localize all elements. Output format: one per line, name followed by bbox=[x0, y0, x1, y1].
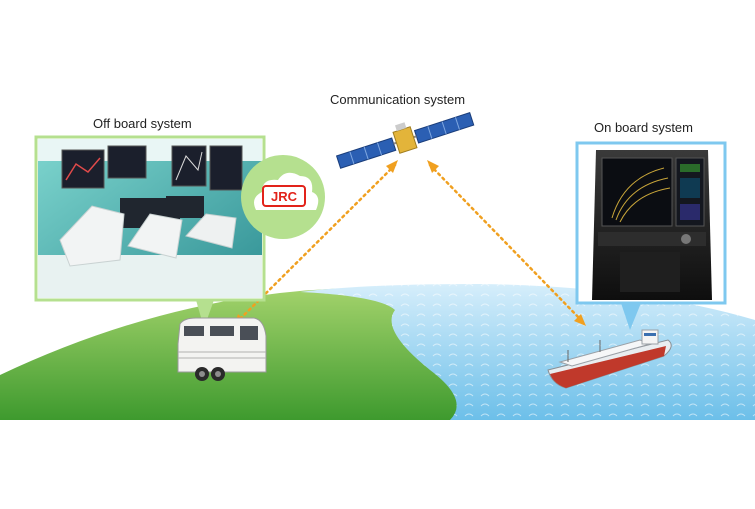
off-board-panel bbox=[34, 135, 266, 302]
control-room-screen-3 bbox=[171, 145, 207, 187]
link-satellite-to-ship bbox=[428, 163, 585, 324]
on-board-pointer bbox=[621, 303, 641, 330]
on-board-system-label: On board system bbox=[594, 120, 693, 135]
earth bbox=[0, 284, 755, 420]
sea-waves bbox=[300, 284, 755, 420]
arrowhead-ship bbox=[574, 314, 586, 326]
on-board-panel bbox=[575, 141, 727, 305]
remote-vehicle-icon bbox=[177, 317, 267, 381]
control-room-screen-2 bbox=[107, 145, 147, 179]
communication-system-label: Communication system bbox=[330, 92, 466, 107]
ship-icon bbox=[547, 329, 672, 389]
off-board-system-label: Off board system bbox=[93, 116, 192, 131]
arrowhead-top-left bbox=[386, 160, 398, 173]
arrowhead-top-right bbox=[427, 160, 439, 173]
control-room-screen-4 bbox=[209, 145, 243, 191]
satellite-icon bbox=[335, 112, 475, 169]
jrc-cloud-logo bbox=[241, 155, 325, 239]
jrc-logo-text: JRC bbox=[271, 189, 298, 204]
off-board-pointer bbox=[196, 300, 214, 328]
